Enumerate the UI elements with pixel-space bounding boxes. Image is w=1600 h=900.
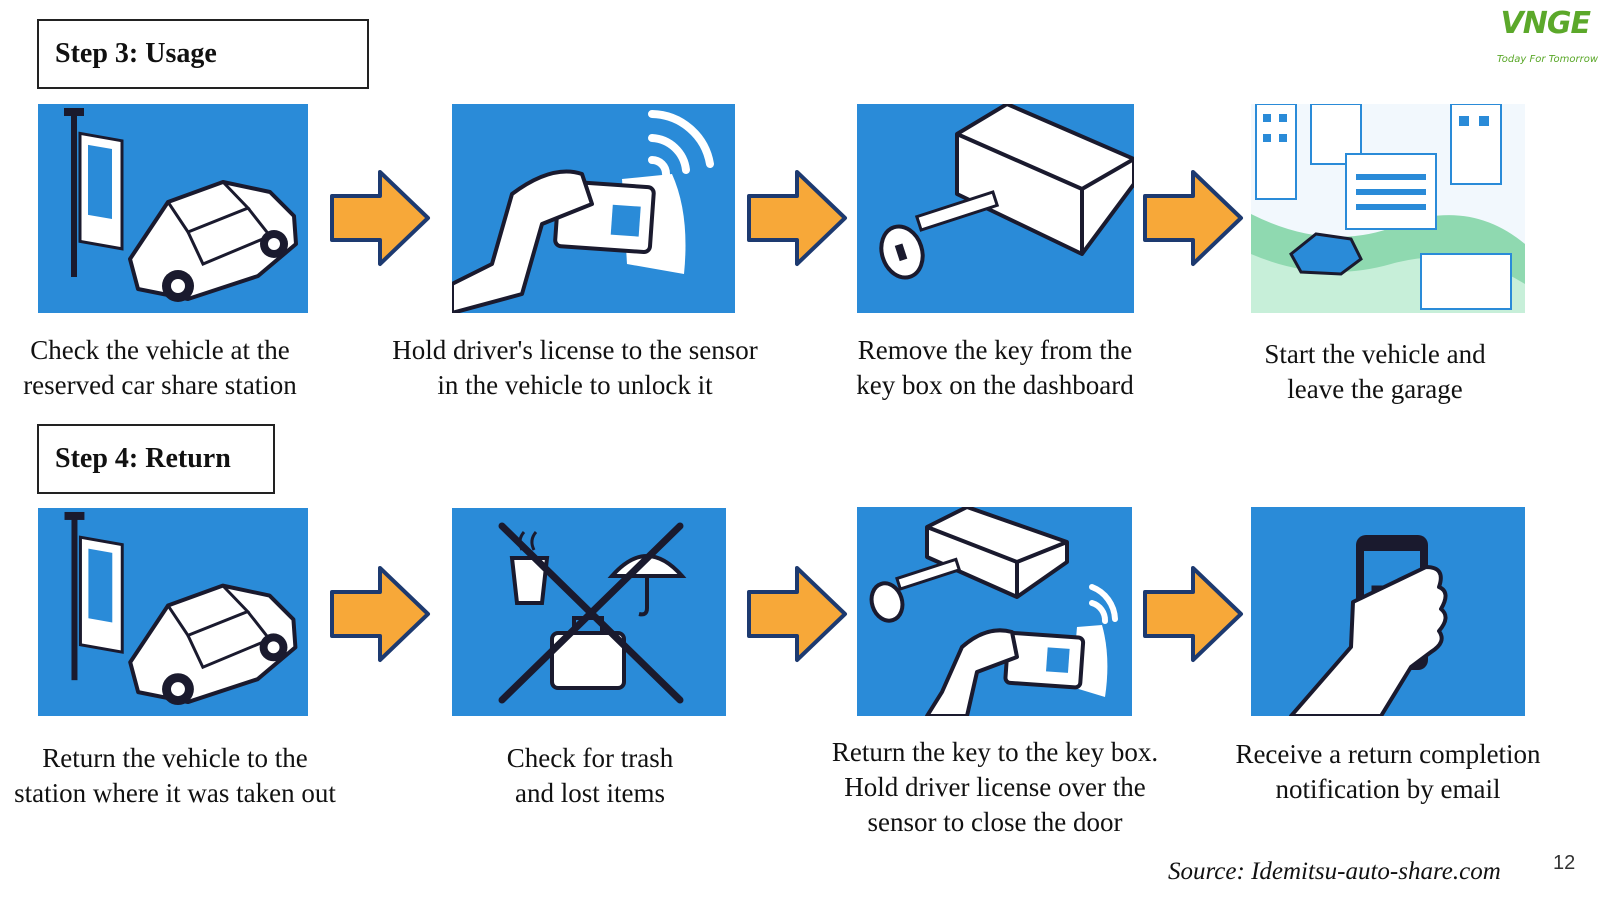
flow-arrow-icon bbox=[747, 566, 847, 662]
step4-title: Step 4: Return bbox=[37, 424, 275, 494]
step3-panel-4 bbox=[1251, 104, 1525, 313]
city-drive-icon bbox=[1251, 104, 1525, 313]
flow-arrow-icon bbox=[330, 170, 430, 266]
page-number: 12 bbox=[1553, 852, 1576, 874]
license-sensor-icon bbox=[452, 110, 714, 313]
flow-arrow-icon bbox=[747, 170, 847, 266]
key-box-icon bbox=[879, 104, 1134, 280]
logo-tagline: Today For Tomorrow bbox=[1496, 54, 1598, 65]
email-phone-icon bbox=[1289, 535, 1448, 716]
flow-arrow-icon bbox=[1143, 170, 1243, 266]
vnge-logo: VNGE Today For Tomorrow bbox=[1468, 6, 1600, 70]
step3-title: Step 3: Usage bbox=[37, 19, 369, 89]
car-at-station-icon bbox=[64, 108, 298, 302]
logo-mark: VNGE bbox=[1500, 6, 1591, 41]
step4-panel-4 bbox=[1251, 507, 1525, 716]
step4-caption-3: Return the key to the key box.Hold drive… bbox=[831, 737, 1159, 837]
step4-panel-2 bbox=[452, 508, 726, 716]
flow-arrow-icon bbox=[1143, 566, 1243, 662]
step4-panel-1 bbox=[38, 508, 308, 716]
car-at-station-icon bbox=[64, 511, 298, 706]
step3-panel-3 bbox=[857, 104, 1134, 313]
key-return-icon bbox=[869, 507, 1118, 716]
step3-panel-1 bbox=[38, 104, 308, 313]
step3-panel-2 bbox=[452, 104, 735, 313]
step4-panel-3 bbox=[857, 507, 1132, 716]
flow-arrow-icon bbox=[330, 566, 430, 662]
no-trash-icon bbox=[498, 522, 687, 704]
source-note: Source: Idemitsu-auto-share.com bbox=[1168, 858, 1501, 885]
